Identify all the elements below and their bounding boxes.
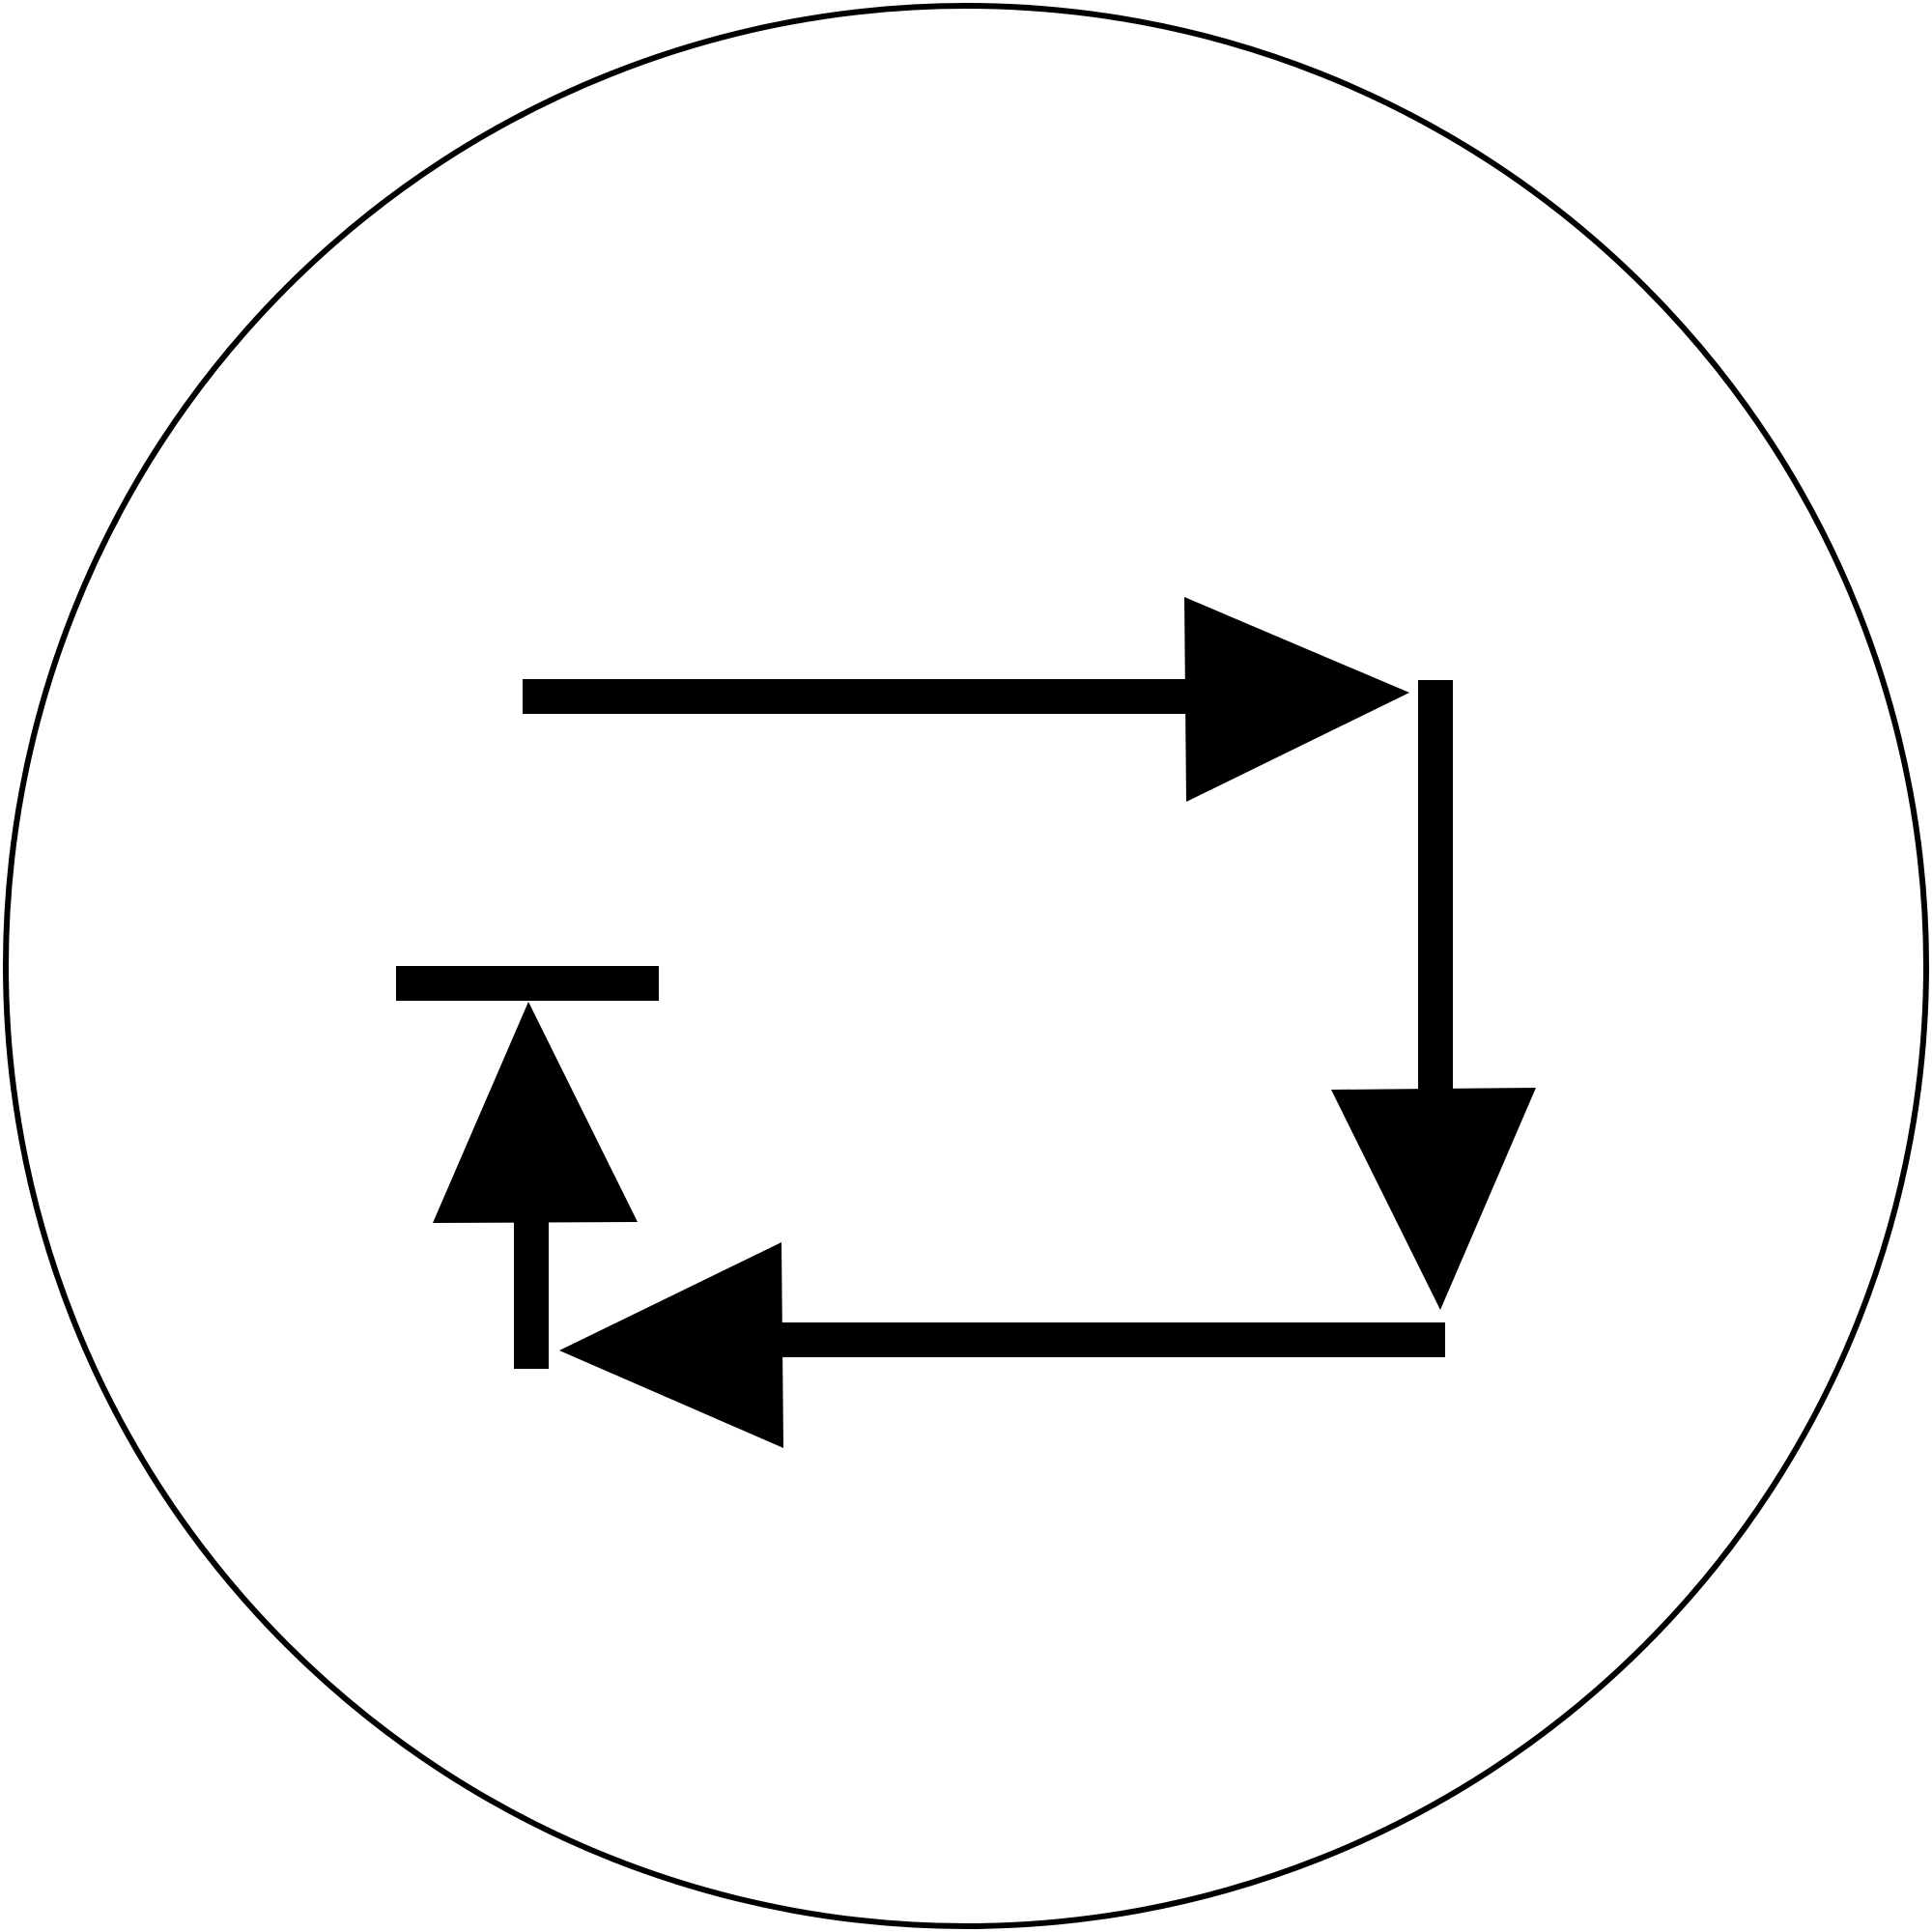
arrow-right-head: [1184, 597, 1409, 802]
outer-circle: [3, 3, 1929, 1929]
arrow-up-head: [433, 1002, 638, 1223]
arrow-down-icon: [1331, 680, 1536, 1310]
arrow-right-shaft: [523, 679, 1186, 714]
arrow-down-head: [1331, 1088, 1536, 1310]
arrow-up-icon: [396, 966, 659, 1369]
arrow-left-icon: [559, 1242, 1445, 1448]
arrow-right-icon: [523, 597, 1409, 802]
arrow-down-shaft: [1418, 680, 1453, 1092]
arrow-up-shaft: [514, 1222, 549, 1369]
arrow-left-shaft: [780, 1322, 1445, 1357]
stop-bar: [396, 966, 659, 1001]
arrow-left-head: [559, 1242, 783, 1448]
